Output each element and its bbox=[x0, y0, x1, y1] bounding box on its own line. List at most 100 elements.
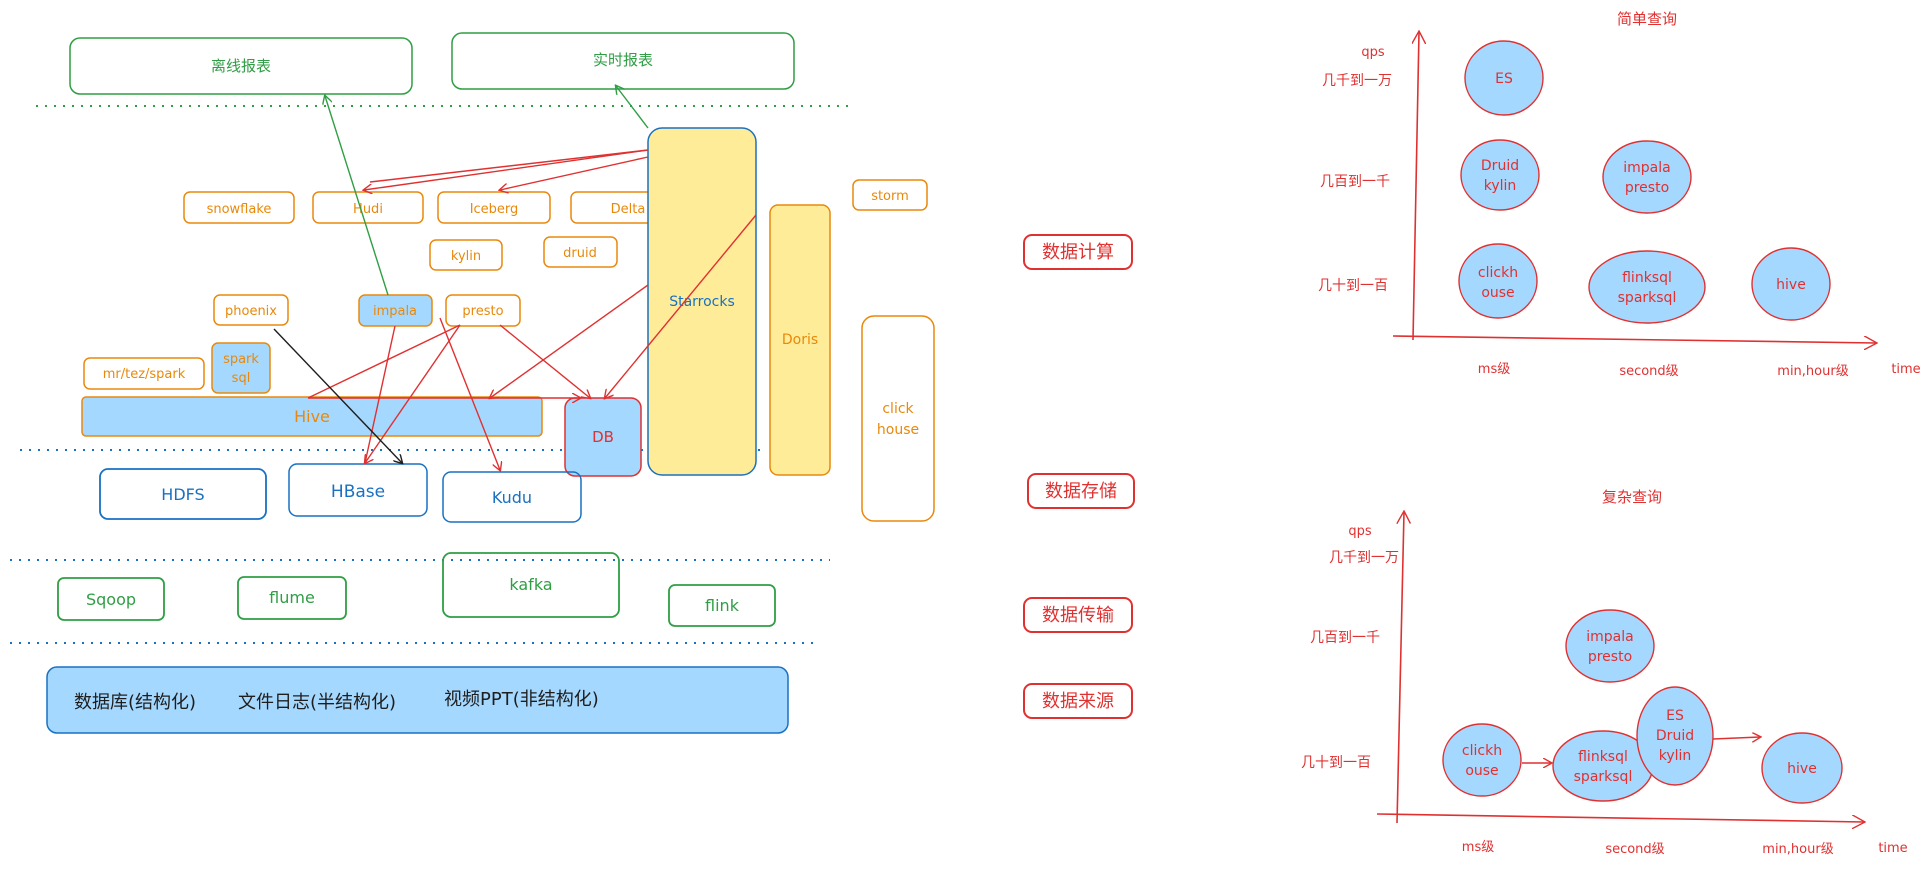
connector-arrows bbox=[273, 86, 757, 470]
layer-label-storage[interactable]: 数据存储 bbox=[1027, 473, 1135, 509]
kudu-box[interactable]: Kudu bbox=[442, 471, 582, 523]
phoenix-box[interactable]: phoenix bbox=[213, 294, 289, 326]
flink-label: flink bbox=[705, 596, 740, 615]
layer-label-source[interactable]: 数据来源 bbox=[1023, 683, 1133, 719]
doris-box[interactable]: Doris bbox=[769, 204, 831, 476]
simple-query-x-level-second: second级 bbox=[1619, 364, 1678, 379]
flume-box[interactable]: flume bbox=[237, 576, 347, 620]
complex-node-es-druid-kylin[interactable]: ES Druid kylin bbox=[1636, 686, 1714, 786]
simple-query-chart: 简单查询 qps time 几千到一万 几百到一千 几十到一百 ms级 seco… bbox=[1318, 10, 1921, 379]
arrow-starrocks-hudi-2 bbox=[369, 149, 649, 183]
simple-node-flinksql-sparksql[interactable]: flinksql sparksql bbox=[1588, 250, 1706, 324]
complex-node-hive[interactable]: hive bbox=[1761, 732, 1843, 804]
simple-node-clickhouse-label-2: ouse bbox=[1481, 285, 1514, 301]
simple-node-flinksql-sparksql-label-1: flinksql bbox=[1622, 270, 1672, 286]
layer-label-compute[interactable]: 数据计算 bbox=[1023, 234, 1133, 270]
clickhouse-label-2: house bbox=[877, 422, 919, 438]
source-structured-label: 数据库(结构化) bbox=[74, 692, 196, 713]
data-source-box[interactable]: 数据库(结构化) 文件日志(半结构化) 视频PPT(非结构化) bbox=[46, 666, 789, 734]
db-label: DB bbox=[592, 428, 614, 446]
simple-node-druid-kylin[interactable]: Druid kylin bbox=[1460, 139, 1540, 211]
layer-label-storage-text: 数据存储 bbox=[1045, 481, 1117, 502]
layer-label-transfer-text: 数据传输 bbox=[1042, 605, 1114, 626]
simple-query-x-level-minhour: min,hour级 bbox=[1777, 364, 1848, 379]
hive-label: Hive bbox=[294, 407, 330, 426]
spark-sql-label-1: spark bbox=[223, 352, 259, 367]
iceberg-box[interactable]: Iceberg bbox=[437, 191, 551, 224]
druid-box[interactable]: druid bbox=[543, 236, 618, 268]
offline-report-box[interactable]: 离线报表 bbox=[69, 37, 413, 95]
snowflake-box[interactable]: snowflake bbox=[183, 191, 295, 224]
complex-query-x-level-ms: ms级 bbox=[1462, 840, 1494, 855]
realtime-report-box[interactable]: 实时报表 bbox=[451, 32, 795, 90]
simple-node-es[interactable]: ES bbox=[1464, 40, 1544, 116]
impala-box[interactable]: impala bbox=[358, 294, 433, 327]
complex-node-impala-presto-label-1: impala bbox=[1586, 629, 1633, 645]
kylin-box[interactable]: kylin bbox=[429, 239, 503, 271]
arrow-presto-db bbox=[499, 324, 590, 398]
realtime-report-label: 实时报表 bbox=[593, 51, 653, 69]
complex-query-x-axis-label: time bbox=[1878, 841, 1907, 856]
complex-node-es-druid-kylin-label-1: ES bbox=[1666, 708, 1684, 724]
simple-query-y-level-mid: 几百到一千 bbox=[1320, 174, 1390, 190]
simple-query-y-axis bbox=[1413, 32, 1419, 341]
druid-label: druid bbox=[563, 246, 597, 261]
hbase-label: HBase bbox=[331, 482, 385, 502]
hudi-box[interactable]: Hudi bbox=[312, 191, 424, 224]
simple-query-y-level-low: 几十到一百 bbox=[1318, 278, 1388, 294]
simple-query-x-axis-label: time bbox=[1891, 362, 1920, 377]
impala-label: impala bbox=[373, 304, 417, 319]
phoenix-label: phoenix bbox=[225, 304, 277, 319]
flink-box[interactable]: flink bbox=[668, 584, 776, 627]
complex-node-flinksql-sparksql-label-1: flinksql bbox=[1578, 749, 1628, 765]
arrow-starrocks-hive bbox=[490, 284, 649, 398]
hive-box[interactable]: Hive bbox=[81, 396, 543, 437]
arrow-presto-hbase bbox=[365, 324, 461, 463]
kafka-box[interactable]: kafka bbox=[442, 552, 620, 618]
complex-node-clickhouse-label-1: clickh bbox=[1462, 743, 1502, 759]
hdfs-box[interactable]: HDFS bbox=[99, 468, 267, 520]
arrow-starrocks-realtime bbox=[616, 86, 649, 129]
simple-node-hive[interactable]: hive bbox=[1751, 247, 1831, 321]
mr-tez-spark-box[interactable]: mr/tez/spark bbox=[83, 357, 205, 390]
spark-sql-box[interactable]: spark sql bbox=[211, 342, 271, 394]
complex-query-y-axis-label: qps bbox=[1348, 524, 1372, 539]
starrocks-box[interactable]: Starrocks bbox=[647, 127, 757, 476]
arrow-impala-hbase bbox=[364, 325, 396, 464]
simple-query-x-axis bbox=[1392, 335, 1876, 343]
presto-box[interactable]: presto bbox=[445, 294, 521, 327]
complex-node-flinksql-sparksql[interactable]: flinksql sparksql bbox=[1552, 730, 1654, 802]
storm-box[interactable]: storm bbox=[852, 179, 928, 211]
hbase-box[interactable]: HBase bbox=[288, 463, 428, 517]
mr-tez-spark-label: mr/tez/spark bbox=[103, 367, 186, 382]
kudu-label: Kudu bbox=[492, 488, 532, 507]
complex-query-x-level-second: second级 bbox=[1605, 842, 1664, 857]
complex-node-hive-label: hive bbox=[1787, 761, 1817, 777]
delta-label: Delta bbox=[611, 202, 646, 217]
complex-node-flinksql-sparksql-label-2: sparksql bbox=[1574, 769, 1633, 785]
simple-query-title: 简单查询 bbox=[1617, 10, 1677, 28]
simple-node-hive-label: hive bbox=[1776, 277, 1806, 293]
db-box[interactable]: DB bbox=[564, 397, 642, 477]
doris-label: Doris bbox=[782, 332, 818, 348]
simple-node-clickhouse[interactable]: clickh ouse bbox=[1458, 243, 1538, 319]
clickhouse-box[interactable]: click house bbox=[861, 315, 935, 522]
sqoop-box[interactable]: Sqoop bbox=[57, 577, 165, 621]
complex-node-impala-presto[interactable]: impala presto bbox=[1565, 609, 1655, 683]
complex-node-clickhouse[interactable]: clickh ouse bbox=[1442, 723, 1522, 797]
starrocks-label: Starrocks bbox=[669, 294, 735, 310]
flume-label: flume bbox=[269, 588, 315, 607]
complex-query-x-axis bbox=[1376, 813, 1864, 822]
simple-query-y-level-high: 几千到一万 bbox=[1322, 73, 1392, 89]
arrow-starrocks-iceberg bbox=[500, 156, 649, 190]
complex-query-y-axis bbox=[1396, 512, 1404, 824]
layer-label-transfer[interactable]: 数据传输 bbox=[1023, 597, 1133, 633]
complex-query-y-level-low: 几十到一百 bbox=[1301, 755, 1371, 771]
arrow-presto-kudu bbox=[439, 317, 500, 470]
source-semi-label: 文件日志(半结构化) bbox=[238, 692, 396, 713]
clickhouse-label-1: click bbox=[882, 401, 914, 417]
complex-node-impala-presto-label-2: presto bbox=[1588, 649, 1632, 665]
simple-node-impala-presto[interactable]: impala presto bbox=[1602, 140, 1692, 214]
simple-query-x-level-ms: ms级 bbox=[1478, 362, 1510, 377]
complex-node-es-druid-kylin-label-2: Druid bbox=[1656, 728, 1694, 744]
